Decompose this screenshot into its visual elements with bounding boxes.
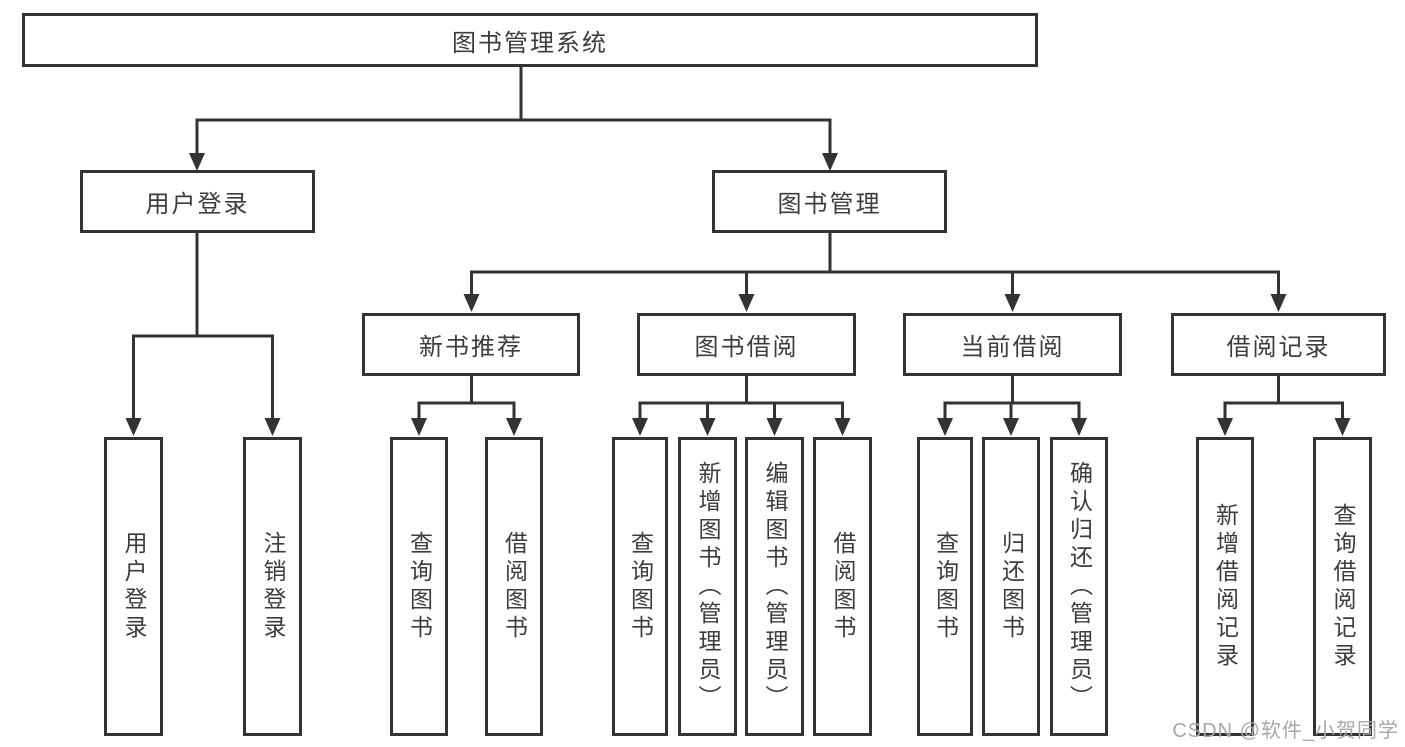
leaf-label: 借阅图书 <box>830 530 856 643</box>
leaf-borrow-add-book-admin: 新增图书（管理员） <box>678 437 737 736</box>
leaf-label: 查询图书 <box>406 530 433 643</box>
leaf-current-query-books: 查询图书 <box>917 437 973 736</box>
node-current-borrow: 当前借阅 <box>903 313 1122 376</box>
leaf-label: 归还图书 <box>998 530 1025 643</box>
leaf-newbook-query-books: 查询图书 <box>390 437 448 736</box>
leaf-newbook-borrow-books: 借阅图书 <box>485 437 543 736</box>
leaf-records-query-record: 查询借阅记录 <box>1313 437 1372 736</box>
leaf-user-login: 用户登录 <box>104 437 163 736</box>
node-book-management: 图书管理 <box>712 170 947 233</box>
leaf-borrow-query-books: 查询图书 <box>612 437 668 736</box>
leaf-label: 查询借阅记录 <box>1330 502 1356 671</box>
leaf-label: 注销登录 <box>260 530 286 643</box>
node-new-book-recommend: 新书推荐 <box>362 313 580 376</box>
leaf-label: 新增图书（管理员） <box>695 460 721 713</box>
leaf-label: 编辑图书（管理员） <box>762 460 788 713</box>
leaf-records-add-record: 新增借阅记录 <box>1196 437 1254 736</box>
leaf-logout: 注销登录 <box>243 437 302 736</box>
leaf-current-confirm-return-admin: 确认归还（管理员） <box>1050 437 1108 736</box>
leaf-borrow-edit-book-admin: 编辑图书（管理员） <box>745 437 804 736</box>
leaf-label: 借阅图书 <box>501 530 528 643</box>
node-book-borrow: 图书借阅 <box>637 313 856 376</box>
node-borrow-records: 借阅记录 <box>1171 313 1386 376</box>
leaf-label: 新增借阅记录 <box>1212 502 1239 671</box>
leaf-label: 查询图书 <box>932 530 959 643</box>
leaf-label: 确认归还（管理员） <box>1066 460 1093 713</box>
leaf-current-return-books: 归还图书 <box>982 437 1040 736</box>
leaf-borrow-borrow-books: 借阅图书 <box>813 437 872 736</box>
leaf-label: 用户登录 <box>121 530 147 643</box>
node-user-login: 用户登录 <box>80 170 315 233</box>
node-root: 图书管理系统 <box>22 13 1038 67</box>
leaf-label: 查询图书 <box>627 530 654 643</box>
watermark: CSDN @软件_小贺同学 <box>1172 720 1399 742</box>
